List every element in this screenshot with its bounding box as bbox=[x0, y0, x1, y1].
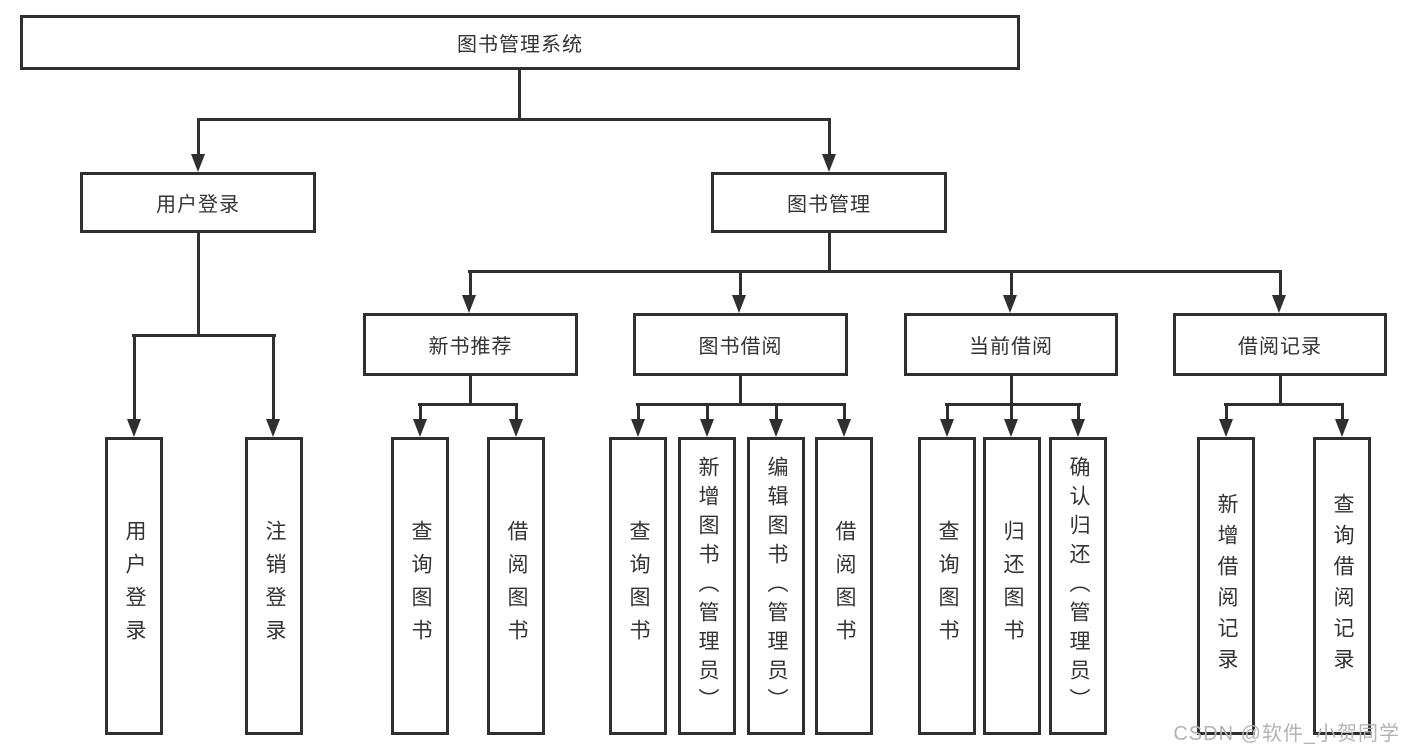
leaf-add-book-admin: 新增图书（管理员） bbox=[678, 437, 736, 735]
connector-line bbox=[133, 334, 136, 420]
connector-line bbox=[418, 403, 518, 406]
node-user-login: 用户登录 bbox=[80, 172, 316, 233]
csdn-watermark: CSDN @软件_小贺同学 bbox=[1173, 723, 1400, 745]
leaf-logout: 注销登录 bbox=[245, 437, 303, 735]
connector-line bbox=[1225, 403, 1228, 422]
connector-line bbox=[739, 270, 742, 298]
connector-line bbox=[637, 403, 640, 422]
arrowhead-down bbox=[191, 154, 205, 172]
connector-line bbox=[469, 270, 472, 298]
connector-line bbox=[272, 334, 275, 420]
leaf-edit-book-admin: 编辑图书（管理员） bbox=[747, 437, 805, 735]
connector-line bbox=[469, 376, 472, 405]
connector-line bbox=[1279, 376, 1282, 405]
node-book-borrow: 图书借阅 bbox=[633, 313, 848, 376]
arrowhead-down bbox=[509, 419, 523, 437]
node-current-borrow: 当前借阅 bbox=[904, 313, 1118, 376]
leaf-query-borrow-record: 查询借阅记录 bbox=[1313, 437, 1371, 735]
connector-line bbox=[828, 118, 831, 158]
connector-line bbox=[1077, 403, 1080, 422]
connector-line bbox=[419, 403, 422, 422]
connector-line bbox=[1279, 270, 1282, 298]
arrowhead-down bbox=[1335, 419, 1349, 437]
arrowhead-down bbox=[732, 295, 746, 313]
connector-line bbox=[946, 403, 949, 422]
connector-line bbox=[828, 233, 831, 272]
leaf-add-borrow-record: 新增借阅记录 bbox=[1197, 437, 1255, 735]
arrowhead-down bbox=[1219, 419, 1233, 437]
leaf-confirm-return-admin: 确认归还（管理员） bbox=[1049, 437, 1107, 735]
node-borrow-records: 借阅记录 bbox=[1173, 313, 1387, 376]
connector-line bbox=[197, 118, 200, 158]
leaf-query-books: 查询图书 bbox=[391, 437, 449, 735]
arrowhead-down bbox=[700, 419, 714, 437]
leaf-return-books: 归还图书 bbox=[983, 437, 1041, 735]
arrowhead-down bbox=[1003, 295, 1017, 313]
leaf-borrow-books: 借阅图书 bbox=[487, 437, 545, 735]
connector-line bbox=[1010, 376, 1013, 405]
arrowhead-down bbox=[1272, 295, 1286, 313]
connector-line bbox=[706, 403, 709, 422]
arrowhead-down bbox=[1071, 419, 1085, 437]
connector-line bbox=[775, 403, 778, 422]
connector-line bbox=[945, 403, 1081, 406]
arrowhead-down bbox=[127, 419, 141, 437]
connector-line bbox=[518, 70, 521, 120]
leaf-query-books-2: 查询图书 bbox=[609, 437, 667, 735]
node-new-books: 新书推荐 bbox=[363, 313, 578, 376]
connector-line bbox=[843, 403, 846, 422]
arrowhead-down bbox=[1004, 419, 1018, 437]
arrowhead-down bbox=[631, 419, 645, 437]
arrowhead-down bbox=[266, 419, 280, 437]
connector-line bbox=[636, 403, 846, 406]
arrowhead-down bbox=[822, 154, 836, 172]
leaf-query-books-3: 查询图书 bbox=[918, 437, 976, 735]
connector-line bbox=[197, 233, 200, 336]
leaf-user-login: 用户登录 bbox=[105, 437, 163, 735]
node-root: 图书管理系统 bbox=[20, 15, 1020, 70]
connector-line bbox=[1010, 270, 1013, 298]
arrowhead-down bbox=[462, 295, 476, 313]
connector-line bbox=[197, 118, 831, 121]
arrowhead-down bbox=[769, 419, 783, 437]
connector-line bbox=[1010, 403, 1013, 422]
connector-line bbox=[132, 334, 276, 337]
connector-line bbox=[468, 270, 1282, 273]
arrowhead-down bbox=[940, 419, 954, 437]
arrowhead-down bbox=[413, 419, 427, 437]
arrowhead-down bbox=[837, 419, 851, 437]
leaf-borrow-books-2: 借阅图书 bbox=[815, 437, 873, 735]
connector-line bbox=[1341, 403, 1344, 422]
node-book-mgmt: 图书管理 bbox=[711, 172, 947, 233]
connector-line bbox=[515, 403, 518, 422]
connector-line bbox=[739, 376, 742, 405]
connector-line bbox=[1224, 403, 1344, 406]
